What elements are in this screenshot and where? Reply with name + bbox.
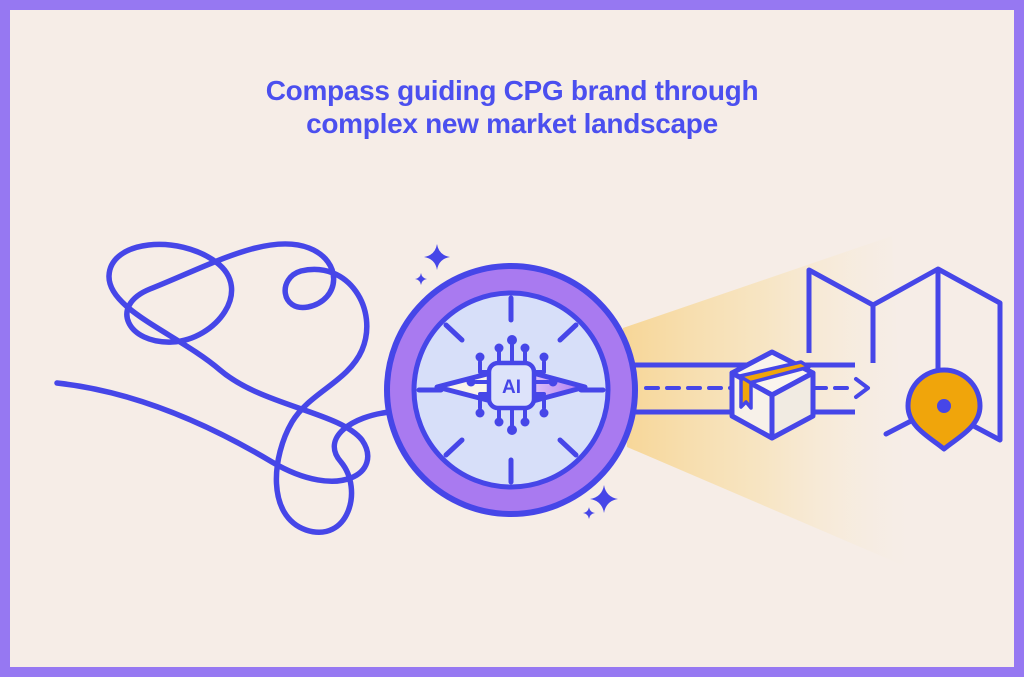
tangled-line-icon [54, 241, 393, 535]
package-box-icon [729, 349, 816, 441]
sparkle-icons [415, 244, 618, 519]
title-line-1: Compass guiding CPG brand through [265, 75, 759, 106]
pin-dot [937, 399, 951, 413]
sparkle-icon [583, 507, 595, 519]
sparkle-icon [415, 273, 427, 285]
sparkle-icon [424, 244, 450, 270]
illustration-canvas: AI [54, 236, 1003, 567]
compass-icon: AI [384, 263, 638, 517]
compass-ticks [416, 295, 606, 485]
chip-label: AI [502, 377, 521, 398]
ai-chip-icon: AI [466, 335, 558, 435]
chip-trace-dots [466, 335, 558, 435]
folded-map-icon [806, 266, 1003, 443]
sparkle-icon [590, 485, 618, 513]
chip-body [486, 360, 537, 411]
page-title: Compass guiding CPG brand through comple… [10, 74, 1014, 140]
title-line-2: complex new market landscape [306, 108, 718, 139]
location-pin-icon [905, 367, 983, 452]
box-ribbon [739, 375, 753, 410]
